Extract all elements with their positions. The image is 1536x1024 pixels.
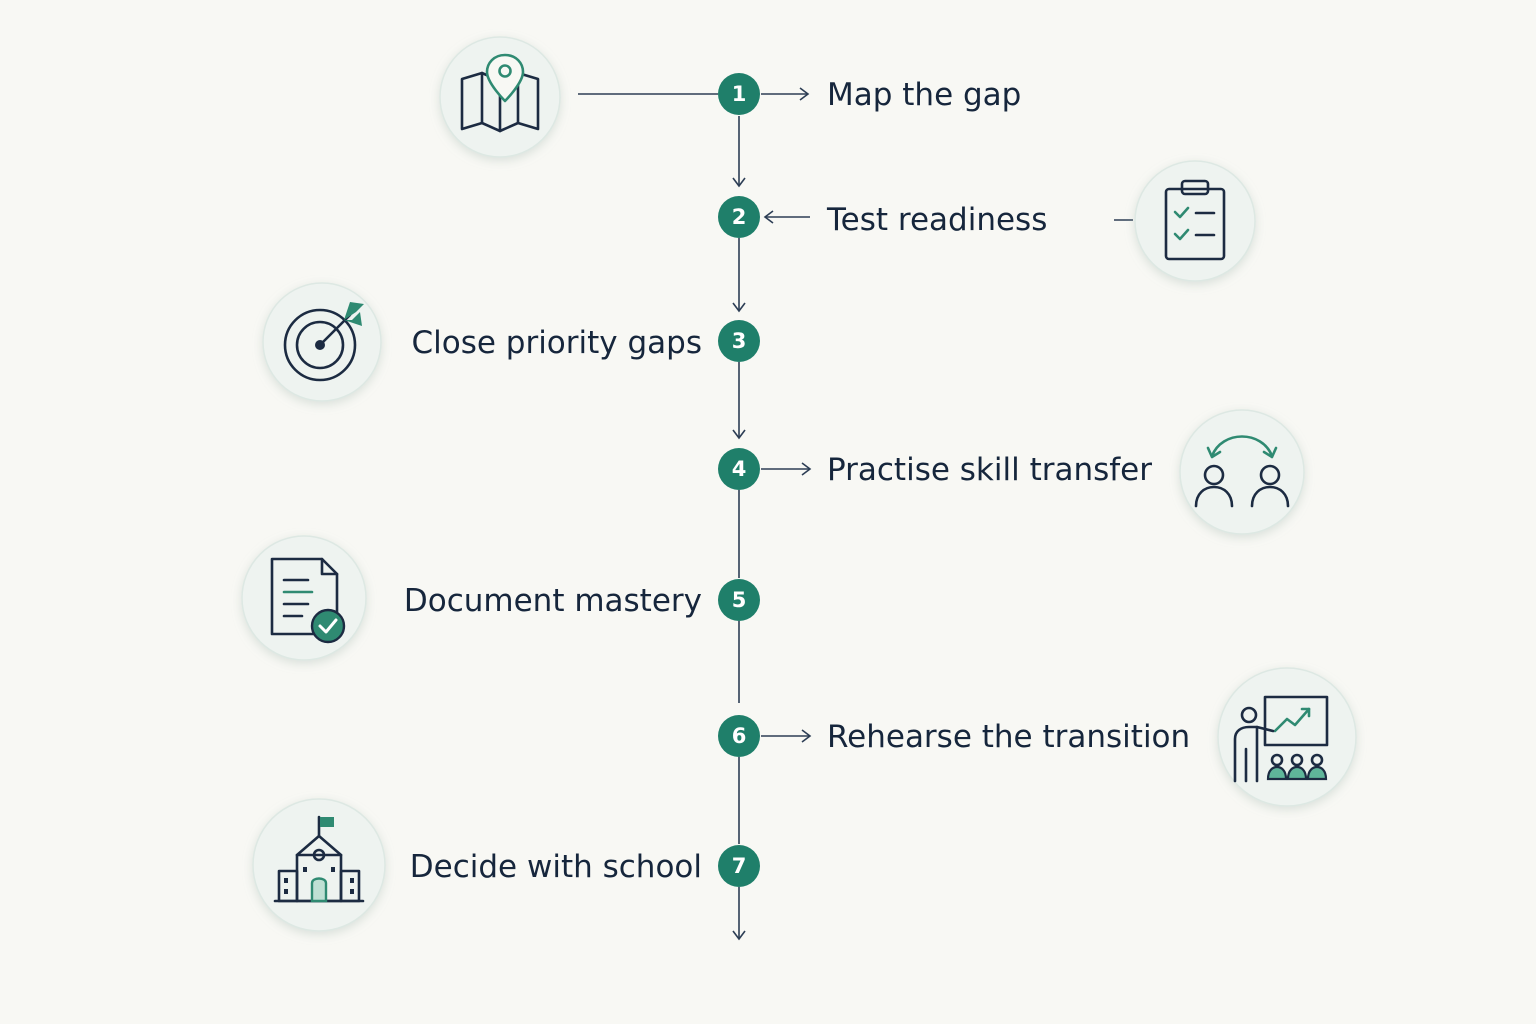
target-arrow-icon bbox=[262, 282, 382, 402]
step-label-7: Decide with school bbox=[410, 849, 702, 885]
step-number: 5 bbox=[732, 588, 747, 612]
step-label-3: Close priority gaps bbox=[411, 325, 702, 361]
step-node-5: 5 bbox=[718, 579, 760, 621]
people-exchange-icon bbox=[1179, 409, 1305, 535]
step-node-6: 6 bbox=[718, 715, 760, 757]
map-pin-icon bbox=[439, 36, 561, 158]
clipboard-checklist-icon bbox=[1134, 160, 1256, 282]
step-number: 4 bbox=[732, 457, 747, 481]
step-node-3: 3 bbox=[718, 320, 760, 362]
connectors bbox=[578, 87, 1133, 743]
document-check-icon bbox=[241, 535, 367, 661]
step-label-2: Test readiness bbox=[826, 202, 1047, 238]
step-node-4: 4 bbox=[718, 448, 760, 490]
step-number: 2 bbox=[732, 205, 747, 229]
presentation-audience-icon bbox=[1217, 667, 1357, 807]
step-number: 3 bbox=[732, 329, 747, 353]
timeline-spine bbox=[732, 116, 746, 941]
step-node-7: 7 bbox=[718, 845, 760, 887]
step-node-1: 1 bbox=[718, 73, 760, 115]
step-number: 1 bbox=[732, 82, 747, 106]
step-label-1: Map the gap bbox=[827, 77, 1021, 113]
step-node-2: 2 bbox=[718, 196, 760, 238]
step-number: 6 bbox=[732, 724, 747, 748]
step-label-6: Rehearse the transition bbox=[827, 719, 1190, 755]
step-label-5: Document mastery bbox=[404, 583, 702, 619]
step-label-4: Practise skill transfer bbox=[827, 452, 1152, 488]
step-number: 7 bbox=[732, 854, 747, 878]
school-building-icon bbox=[252, 798, 386, 932]
